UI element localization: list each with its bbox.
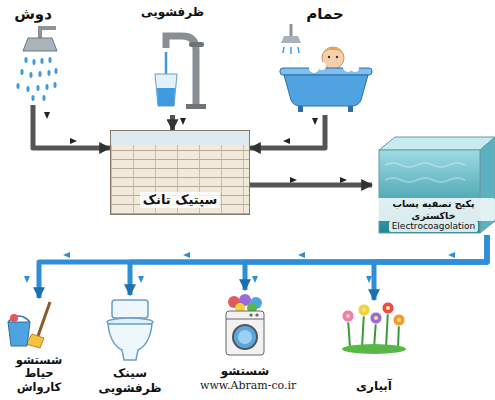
flowers-icon bbox=[342, 302, 406, 354]
cleaning-tools-icon bbox=[8, 302, 50, 348]
sink-fixture: ظرفشویی bbox=[130, 3, 215, 115]
faucet-icon bbox=[155, 36, 206, 109]
laundry-use: شستشو bbox=[210, 290, 280, 380]
shower-fixture: دوش bbox=[3, 3, 63, 105]
watermark: www.Abram-co.ir bbox=[200, 379, 296, 392]
pipe-connector bbox=[39, 235, 487, 298]
use-label: سینک ظرفشویی bbox=[97, 366, 164, 395]
pipe-connector bbox=[130, 235, 487, 295]
toilet-use: سینک ظرفشویی bbox=[93, 295, 168, 397]
use-label: شستشو bbox=[221, 364, 270, 378]
irrigation-use: آبیاری bbox=[335, 300, 413, 395]
fixture-label: حمام bbox=[306, 5, 344, 23]
pipe-connector bbox=[250, 183, 372, 188]
toilet-icon bbox=[107, 300, 153, 360]
pipe-connector bbox=[250, 115, 325, 148]
septic-tank: سپتیک تانک bbox=[110, 130, 250, 215]
pipe-connector bbox=[374, 235, 487, 300]
yard-wash-use: شستشو حیاط کارواش bbox=[3, 298, 75, 397]
pipe-connector bbox=[33, 105, 110, 148]
bathtub-icon bbox=[280, 24, 372, 112]
fixture-label: ظرفشویی bbox=[141, 5, 204, 19]
bath-fixture: حمام bbox=[275, 3, 375, 115]
package-label: پکیج تصفیه پساب خاکستری bbox=[372, 198, 495, 221]
pipe-connector bbox=[170, 115, 175, 130]
fixture-label: دوش bbox=[14, 5, 52, 23]
treatment-package: پکیج تصفیه پساب خاکستریElectrocoagolatio… bbox=[372, 130, 495, 235]
washing-machine-icon bbox=[226, 294, 264, 355]
use-label: آبیاری bbox=[356, 379, 392, 393]
package-label: Electrocoagolation bbox=[389, 221, 479, 232]
use-label: شستشو حیاط کارواش bbox=[7, 354, 71, 395]
shower-icon bbox=[16, 28, 57, 101]
tank-label: سپتیک تانک bbox=[140, 192, 221, 208]
